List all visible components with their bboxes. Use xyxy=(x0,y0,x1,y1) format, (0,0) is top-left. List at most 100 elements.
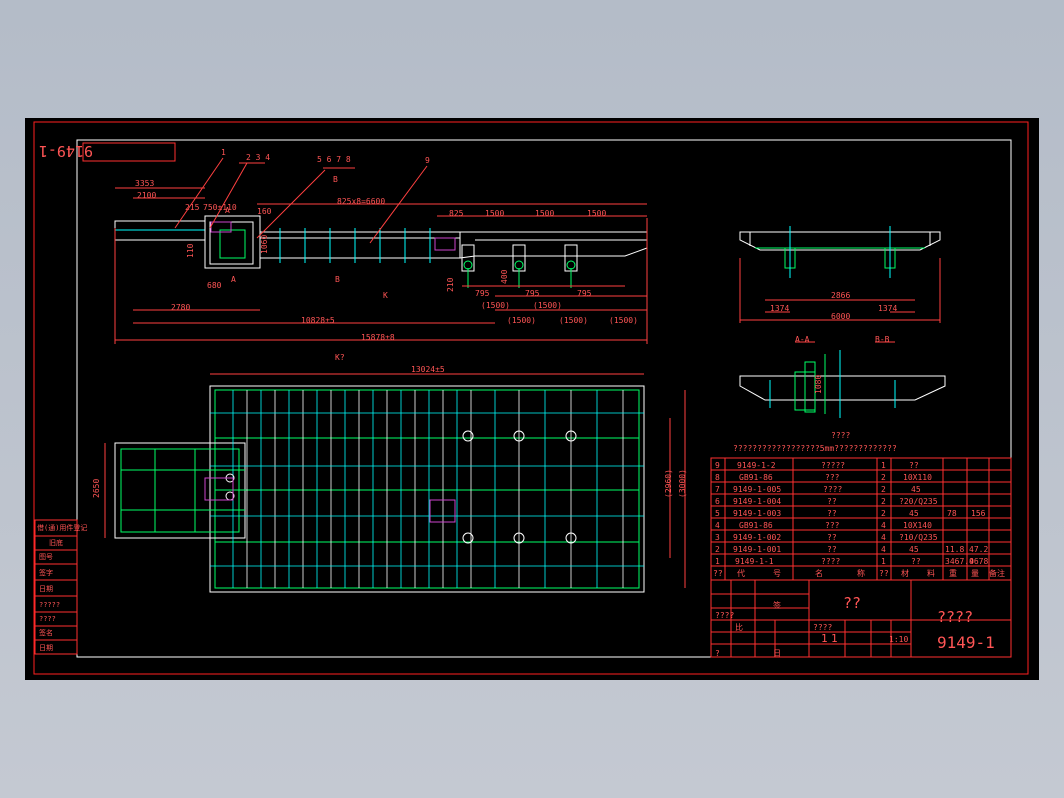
title-block-grid xyxy=(710,579,1012,658)
dim-1374-b: 1374 xyxy=(878,304,897,313)
bom-cell: GB91-86 xyxy=(739,521,773,530)
bom-cell: 9149-1-003 xyxy=(733,509,781,518)
view-title-b-b: B-B xyxy=(875,335,890,344)
bom-cell: 1 xyxy=(881,557,886,566)
section-mark-a-2: A xyxy=(225,206,230,215)
title-block-label: ???? xyxy=(715,611,734,620)
title-block-label: 签 xyxy=(773,600,781,610)
bom-cell: 10X140 xyxy=(903,521,932,530)
technical-note: ??????????????????5mm????????????? xyxy=(733,444,897,453)
dim-1080: 1080 xyxy=(814,375,823,394)
mirrored-drawing-number: 9149-1 xyxy=(39,142,93,160)
bom-cell: 10X110 xyxy=(903,473,932,482)
bom-cell: ???? xyxy=(823,485,842,494)
bom-header-cell: ?? xyxy=(879,569,889,578)
bom-cell: ?? xyxy=(909,461,919,470)
section-mark-a-1: A xyxy=(231,275,236,284)
bom-cell: 4 xyxy=(881,533,886,542)
dim-2866: 2866 xyxy=(831,291,850,300)
dim-795-c: 795 xyxy=(577,289,592,298)
section-view-a xyxy=(739,341,946,418)
dim-paren-1500-e: (1500) xyxy=(609,316,638,325)
bom-cell: 9149-1-001 xyxy=(733,545,781,554)
bom-cell: 6 xyxy=(715,497,720,506)
outer-border xyxy=(33,121,1029,675)
bom-rows: 9 9149-1-2 ????? 1 ?? 8 GB91-86 ??? 2 10… xyxy=(715,461,988,566)
bom-cell: ??? xyxy=(825,521,840,530)
bom-cell: 1 xyxy=(715,557,720,566)
bom-cell: 1 xyxy=(881,461,886,470)
left-strip-label: 日期 xyxy=(39,644,53,652)
bom-cell: ?? xyxy=(827,509,837,518)
section-view-b xyxy=(739,226,941,323)
sheet-count-b: 1 xyxy=(831,632,838,645)
drawing-sheet: 9149-1 1 2 3 4 5 6 7 8 9 A B B A K K? 33… xyxy=(25,118,1039,680)
bom-cell: 4 xyxy=(715,521,720,530)
bom-cell: 9149-1-004 xyxy=(733,497,781,506)
dim-750: 750±110 xyxy=(203,203,237,212)
balloon-5-8: 5 6 7 8 xyxy=(317,155,351,164)
bom-cell: 156 xyxy=(971,509,986,518)
bom-cell: 45 xyxy=(909,509,919,518)
dim-2780: 2780 xyxy=(171,303,190,312)
cad-drawing: 9149-1 1 2 3 4 5 6 7 8 9 A B B A K K? 33… xyxy=(33,121,1029,675)
bom-cell: ?10/Q235 xyxy=(899,533,938,542)
bom-cell: 11.8 xyxy=(945,545,964,554)
drawing-number: 9149-1 xyxy=(937,633,995,652)
section-mark-b-2: B xyxy=(335,275,340,284)
bom-cell: 45 xyxy=(909,545,919,554)
title-block-label: ? xyxy=(715,649,720,658)
bom-header-cell: 备注 xyxy=(989,568,1005,578)
bom-cell: 47.2 xyxy=(969,545,988,554)
view-label-k: K? xyxy=(335,353,345,362)
bom-cell: 4 xyxy=(881,521,886,530)
dim-825x8: 825x8=6600 xyxy=(337,197,385,206)
left-strip-label: ????? xyxy=(39,601,60,609)
sheet-count-a: 1 xyxy=(821,632,828,645)
bom-header-cell: 重 xyxy=(949,568,957,578)
bom-cell: ?? xyxy=(827,545,837,554)
scale: 1:10 xyxy=(889,635,908,644)
dim-1500-c: 1500 xyxy=(587,209,606,218)
title-block-label: ???? xyxy=(813,623,832,632)
bom-cell: 2 xyxy=(881,473,886,482)
dim-2100: 2100 xyxy=(137,191,156,200)
bom-header-cell: 称 xyxy=(857,568,865,578)
bom-cell: 78 xyxy=(947,509,957,518)
bom-header-cell: 料 xyxy=(927,568,935,578)
dim-825: 825 xyxy=(449,209,464,218)
dim-3353: 3353 xyxy=(135,179,154,188)
dim-6000: 6000 xyxy=(831,312,850,321)
dim-795-b: 795 xyxy=(525,289,540,298)
dim-13024: 13024±5 xyxy=(411,365,445,374)
bom-cell: 9149-1-005 xyxy=(733,485,781,494)
balloon-9: 9 xyxy=(425,156,430,165)
bom-cell: 2 xyxy=(881,509,886,518)
bom-cell: ?? xyxy=(827,533,837,542)
section-mark-k: K xyxy=(383,291,388,300)
bom-cell: 9149-1-1 xyxy=(735,557,774,566)
bom-cell: 4678 xyxy=(969,557,988,566)
balloon-2-4: 2 3 4 xyxy=(246,153,270,162)
dim-15878: 15878±8 xyxy=(361,333,395,342)
bom-cell: ??? xyxy=(825,473,840,482)
left-strip-label: ???? xyxy=(39,615,56,623)
elevation-view xyxy=(114,157,648,344)
bom-header: ?? 代 号 名 称 ?? 材 料 重 量 备注 xyxy=(713,568,1005,578)
title-block-label: 日 xyxy=(773,649,781,658)
balloon-1: 1 xyxy=(221,148,226,157)
left-strip-label: 借(通)用件登记 xyxy=(37,523,87,532)
bom-cell: ?20/Q235 xyxy=(899,497,938,506)
bom-header-cell: 名 xyxy=(815,568,823,578)
dim-2650: 2650 xyxy=(92,479,101,498)
bom-cell: 2 xyxy=(881,497,886,506)
dim-160: 160 xyxy=(257,207,272,216)
inner-border xyxy=(76,139,1012,658)
dim-paren-1500-c: (1500) xyxy=(507,316,536,325)
title-block-label: 比 xyxy=(735,622,743,632)
bom-cell: 7 xyxy=(715,485,720,494)
dim-110: 110 xyxy=(186,243,195,258)
bom-cell: GB91-86 xyxy=(739,473,773,482)
bom-header-cell: 代 xyxy=(737,568,745,578)
bom-header-cell: 号 xyxy=(773,569,781,578)
